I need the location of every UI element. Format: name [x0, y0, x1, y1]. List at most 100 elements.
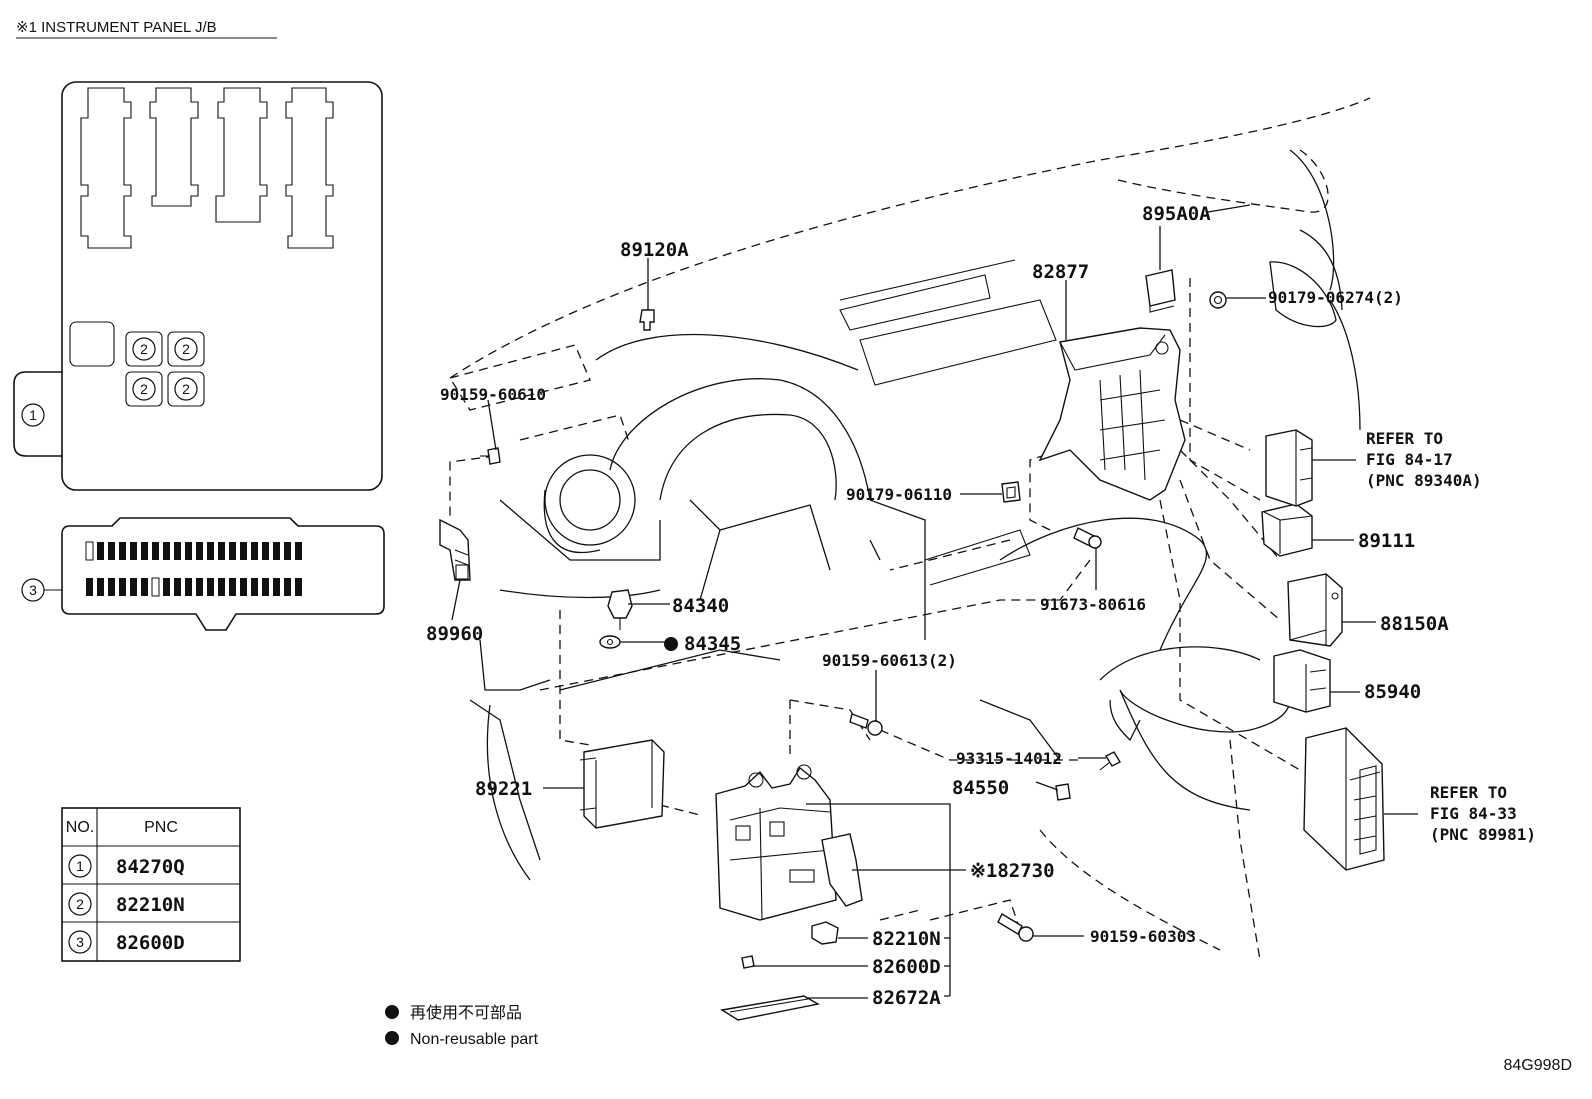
fuse-row-lower [86, 577, 302, 597]
legend-marker [385, 1031, 399, 1045]
label-90179-06110: 90179-06110 [846, 485, 952, 504]
section-title: ※1 INSTRUMENT PANEL J/B [16, 19, 217, 36]
label-82210n: 82210N [872, 928, 941, 950]
label-84550: 84550 [952, 777, 1009, 799]
relay-895a0a [1145, 269, 1176, 313]
fuse-slot [141, 578, 148, 596]
fuse-slot [240, 542, 247, 560]
fuse-slot [262, 578, 269, 596]
relay-socket-2d: 2 [167, 371, 205, 407]
label-84340: 84340 [672, 595, 729, 617]
junction-block-inset: 1 2 2 2 2 [13, 81, 383, 491]
label-90159-60613: 90159-60613(2) [822, 651, 957, 670]
fuse-slot [251, 578, 258, 596]
fuse-slot [130, 578, 137, 596]
bolt-90159-60303 [997, 913, 1034, 942]
fuse-slot [108, 578, 115, 596]
dashed-guides [449, 278, 1301, 931]
label-89111: 89111 [1358, 530, 1415, 552]
fuse-slot [196, 542, 203, 560]
fuse-slot [273, 578, 280, 596]
bracket-82877 [1038, 327, 1186, 501]
fuse-slot [85, 541, 94, 561]
fuse-slot [229, 542, 236, 560]
fuse-slot [119, 578, 126, 596]
relay-slot-d [285, 87, 334, 249]
fuse-slot [141, 542, 148, 560]
label-88150a: 88150A [1380, 613, 1449, 635]
switch-84550 [1055, 783, 1071, 801]
fuse-slot [174, 578, 181, 596]
fuse-block-inset: 3 [21, 517, 385, 631]
fuse-slot [229, 578, 236, 596]
label-82877: 82877 [1032, 261, 1089, 283]
fuse-slot [251, 542, 258, 560]
relay-slot-b [149, 87, 199, 207]
ecu-89981 [1303, 727, 1385, 871]
nut-90179-06274 [1209, 291, 1227, 309]
fuse-slot [218, 578, 225, 596]
label-90159-60610: 90159-60610 [440, 385, 546, 404]
table-row-pnc: 84270Q [116, 856, 185, 878]
fuse-slot [284, 542, 291, 560]
fuse-slot [218, 542, 225, 560]
bolt-90159-60610 [480, 447, 501, 465]
bolt-91673-80616 [1073, 527, 1102, 549]
connector-bracket [821, 833, 863, 907]
instrument-panel-outline [448, 97, 1371, 961]
table-header-pnc: PNC [144, 819, 178, 836]
fuse-slot [163, 542, 170, 560]
empty-socket [69, 321, 115, 367]
legend-marker [385, 1005, 399, 1019]
label-82600d: 82600D [872, 956, 941, 978]
callout-1 [21, 403, 45, 427]
fuse-slot [240, 578, 247, 596]
fuse-slot [97, 542, 104, 560]
fuse-slot [130, 542, 137, 560]
svg-text:2: 2 [182, 341, 190, 357]
relay-82210n [811, 921, 839, 945]
label-89960: 89960 [426, 623, 483, 645]
switch-84340 [607, 589, 633, 630]
fuse-slot [185, 578, 192, 596]
svg-text:3: 3 [29, 582, 37, 598]
label-90179-06274: 90179-06274(2) [1268, 288, 1403, 307]
label-85940: 85940 [1364, 681, 1421, 703]
bolt-93315-14012 [1099, 751, 1121, 771]
fuse-slot [86, 578, 93, 596]
svg-text:REFER TO: REFER TO [1430, 783, 1507, 802]
relay-slot-a [80, 87, 132, 249]
solid-leaders [451, 204, 1418, 999]
legend-en: Non-reusable part [410, 1031, 539, 1048]
svg-text:FIG 84-17: FIG 84-17 [1366, 450, 1453, 469]
nut-84345 [599, 635, 621, 649]
fuse-slot [284, 578, 291, 596]
label-82672a: 82672A [872, 987, 941, 1009]
figure-id: 84G998D [1504, 1057, 1573, 1074]
part-labels: 895A0A 89120A 82877 90179-06274(2) 90159… [426, 203, 1449, 1009]
label-84345: 84345 [684, 633, 741, 655]
table-row-pnc: 82210N [116, 894, 185, 916]
bolt-90159-60613 [849, 713, 883, 736]
label-89221: 89221 [475, 778, 532, 800]
refer-note-1: REFER TO FIG 84-17 (PNC 89340A) [1366, 429, 1482, 490]
fuse-slot [163, 578, 170, 596]
cover-82672a [720, 995, 820, 1021]
label-89120a: 89120A [620, 239, 689, 261]
fuse-row-upper [85, 541, 302, 561]
svg-text:2: 2 [140, 341, 148, 357]
fuse-slot [196, 578, 203, 596]
clip-89120a [639, 309, 655, 331]
fuse-slot [119, 542, 126, 560]
fuse-slot [207, 578, 214, 596]
label-91673-80616: 91673-80616 [1040, 595, 1146, 614]
module-89111 [1261, 503, 1313, 557]
svg-text:(PNC 89340A): (PNC 89340A) [1366, 471, 1482, 490]
table-row-no: 1 [76, 858, 84, 874]
non-reusable-marker [664, 637, 678, 651]
fuse-slot [97, 578, 104, 596]
table-header-no: NO. [66, 819, 94, 836]
fuse-slot [295, 578, 302, 596]
relay-socket-2b: 2 [167, 331, 205, 367]
